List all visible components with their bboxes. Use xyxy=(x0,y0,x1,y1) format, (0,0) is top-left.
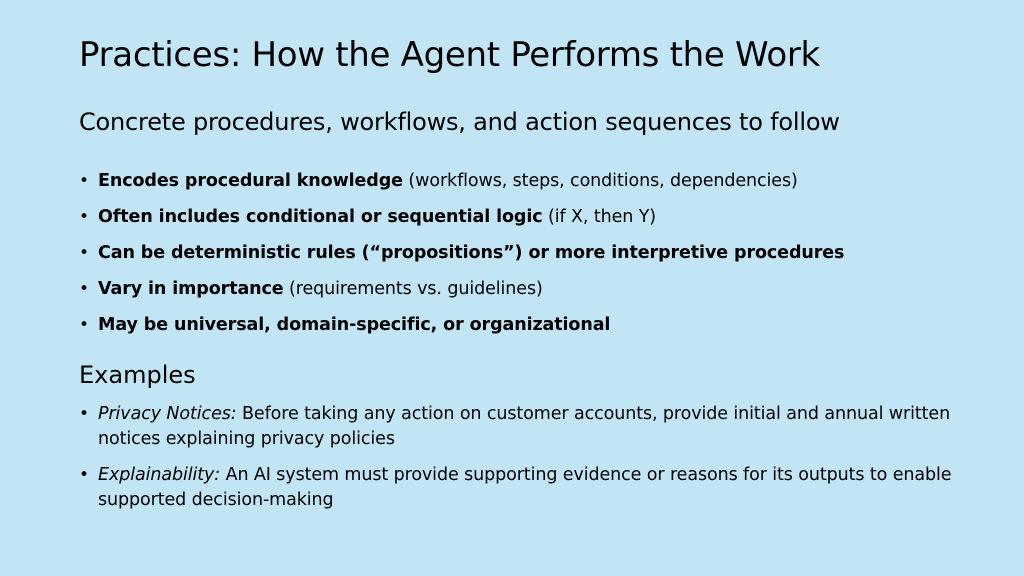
examples-heading: Examples xyxy=(79,361,196,389)
bullet-bold-text: May be universal, domain-specific, or or… xyxy=(98,315,611,335)
bullet-item: • Can be deterministic rules (“propositio… xyxy=(79,240,979,266)
bullet-item: • Encodes procedural knowledge (workflows… xyxy=(79,168,979,194)
example-item: • Explainability: An AI system must provi… xyxy=(79,463,959,513)
bullet-item: • May be universal, domain-specific, or o… xyxy=(79,312,979,338)
slide-title: Practices: How the Agent Performs the Wo… xyxy=(79,35,820,75)
bullet-list: • Encodes procedural knowledge (workflows… xyxy=(79,168,979,348)
bullet-icon: • xyxy=(79,279,89,299)
slide-subtitle: Concrete procedures, workflows, and acti… xyxy=(79,108,840,136)
bullet-text: (requirements vs. guidelines) xyxy=(283,279,543,299)
example-term: Privacy Notices: xyxy=(98,404,237,424)
examples-list: • Privacy Notices: Before taking any acti… xyxy=(79,402,959,524)
bullet-text: (workflows, steps, conditions, dependenc… xyxy=(402,171,798,191)
example-text: Before taking any action on customer acc… xyxy=(98,404,951,449)
bullet-icon: • xyxy=(79,243,89,263)
bullet-icon: • xyxy=(79,315,89,335)
example-term: Explainability: xyxy=(98,465,221,485)
bullet-icon: • xyxy=(79,465,89,485)
bullet-bold-text: Vary in importance xyxy=(98,279,284,299)
bullet-icon: • xyxy=(79,207,89,227)
bullet-icon: • xyxy=(79,171,89,191)
example-item: • Privacy Notices: Before taking any acti… xyxy=(79,402,959,452)
example-text: An AI system must provide supporting evi… xyxy=(98,465,952,510)
bullet-icon: • xyxy=(79,404,89,424)
bullet-bold-text: Encodes procedural knowledge xyxy=(98,171,403,191)
bullet-bold-text: Often includes conditional or sequential… xyxy=(98,207,543,227)
bullet-bold-text: Can be deterministic rules (“proposition… xyxy=(98,243,845,263)
bullet-item: • Vary in importance (requirements vs. gu… xyxy=(79,276,979,302)
bullet-text: (if X, then Y) xyxy=(542,207,657,227)
bullet-item: • Often includes conditional or sequentia… xyxy=(79,204,979,230)
